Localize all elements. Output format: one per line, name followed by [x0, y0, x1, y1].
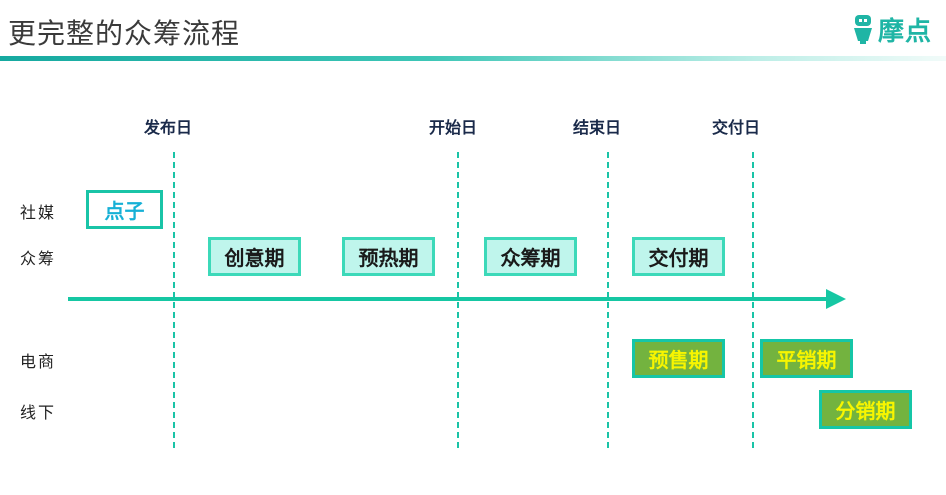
page-title: 更完整的众筹流程 [8, 17, 241, 50]
row-label-social-media: 社媒 [20, 203, 57, 222]
milestone-start-day: 开始日 [429, 118, 478, 137]
milestone-end-day: 结束日 [573, 118, 622, 137]
phase-warmup: 预热期 [342, 237, 435, 276]
phase-idea: 点子 [86, 190, 163, 229]
milestone-release-day: 发布日 [144, 118, 193, 137]
milestone-delivery-day: 交付日 [712, 118, 761, 137]
logo-mascot-icon [853, 15, 872, 44]
phase-crowdfunding: 众筹期 [484, 237, 577, 276]
phase-regular-sales: 平销期 [760, 339, 853, 378]
phase-presale: 预售期 [632, 339, 725, 378]
phase-delivery: 交付期 [632, 237, 725, 276]
row-label-crowdfunding: 众筹 [20, 249, 57, 268]
phase-distribution: 分销期 [819, 390, 912, 429]
timeline-axis [68, 297, 832, 301]
row-label-offline: 线下 [20, 403, 57, 422]
phase-creative: 创意期 [208, 237, 301, 276]
logo-text: 摩点 [877, 16, 932, 47]
timeline-arrowhead [826, 289, 846, 309]
row-label-ecommerce: 电商 [20, 352, 57, 371]
brand-logo: 摩点 [852, 12, 932, 47]
title-underline [0, 56, 946, 61]
